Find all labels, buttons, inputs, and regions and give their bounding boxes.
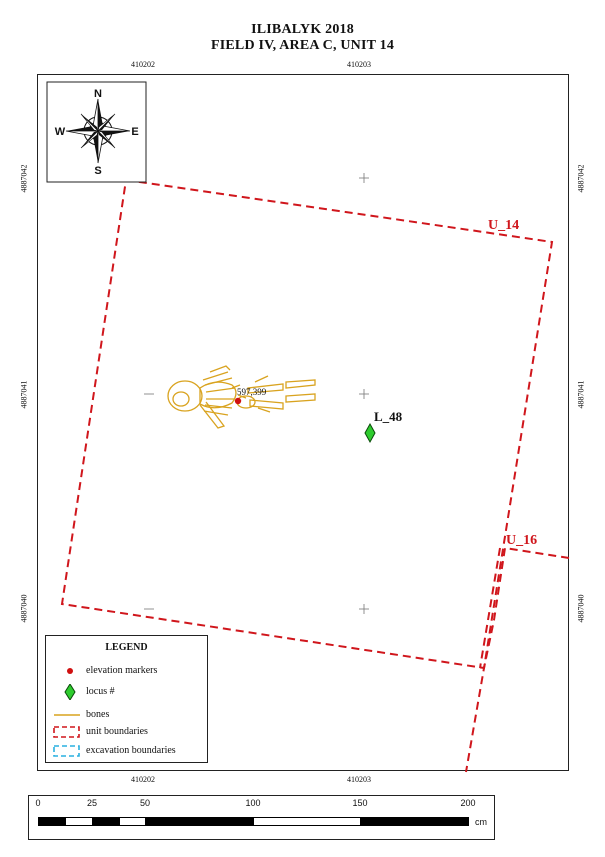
- x-label-top-410202: 410202: [131, 60, 155, 69]
- scale-segment: [119, 817, 146, 826]
- legend-label: locus #: [86, 686, 115, 697]
- map-frame: [37, 74, 569, 771]
- scale-tick-150: 150: [352, 798, 368, 808]
- scale-unit: cm: [475, 817, 487, 827]
- legend-label: excavation boundaries: [86, 745, 176, 756]
- legend-item-excavation-boundaries: excavation boundaries: [46, 744, 207, 758]
- x-label-bottom-410202: 410202: [131, 775, 155, 784]
- unit-14-boundary: [60, 178, 554, 670]
- scale-tick-100: 100: [245, 798, 261, 808]
- x-label-top-410203: 410203: [347, 60, 371, 69]
- compass-rose-icon: [65, 98, 131, 164]
- scale-tick-200: 200: [460, 798, 476, 808]
- compass-south: S: [94, 165, 101, 177]
- scale-bar: 0 25 50 100 150 200 cm: [28, 795, 495, 840]
- skeleton-bones: [167, 365, 316, 429]
- unit-16-boundary: [465, 546, 570, 773]
- locus-48-label: L_48: [374, 409, 403, 424]
- legend-label: elevation markers: [86, 665, 158, 676]
- grid-cross: [359, 604, 369, 614]
- elevation-marker: [234, 397, 242, 405]
- elevation-label: 597,399: [237, 387, 267, 397]
- red-dot-icon: [67, 668, 73, 674]
- compass-north: N: [94, 88, 102, 100]
- scale-segment: [92, 817, 120, 826]
- legend-item-unit-boundaries: unit boundaries: [46, 725, 207, 739]
- unit-14-label: U_14: [488, 218, 519, 233]
- legend-title: LEGEND: [105, 642, 148, 653]
- compass-east: E: [131, 126, 138, 138]
- scale-segment: [38, 817, 66, 826]
- scale-tick-0: 0: [35, 798, 41, 808]
- orange-line-icon: [54, 714, 80, 716]
- legend-item-locus: locus #: [46, 684, 207, 700]
- map-subtitle: FIELD IV, AREA C, UNIT 14: [210, 38, 395, 53]
- scale-tick-50: 50: [139, 798, 151, 808]
- scale-segment: [360, 817, 469, 826]
- legend-label: bones: [86, 709, 110, 720]
- unit-16-label: U_16: [506, 533, 537, 548]
- scale-segment: [253, 817, 361, 826]
- scale-segment: [145, 817, 254, 826]
- compass-west: W: [55, 126, 66, 138]
- scale-segment: [65, 817, 93, 826]
- legend: LEGEND elevation markers locus # bones u…: [45, 635, 208, 763]
- map-title: ILIBALYK 2018: [251, 22, 354, 37]
- grid-cross: [359, 389, 369, 399]
- locus-48-marker: [364, 422, 376, 444]
- legend-item-bones: bones: [46, 708, 207, 722]
- red-dashed-box-icon: [53, 726, 80, 738]
- x-label-bottom-410203: 410203: [347, 775, 371, 784]
- scale-tick-25: 25: [86, 798, 98, 808]
- grid-cross: [359, 173, 369, 183]
- legend-item-elevation: elevation markers: [46, 664, 207, 678]
- legend-label: unit boundaries: [86, 726, 148, 737]
- grid-crosses: [144, 173, 369, 614]
- blue-dashed-box-icon: [53, 745, 80, 757]
- green-diamond-icon: [64, 684, 76, 700]
